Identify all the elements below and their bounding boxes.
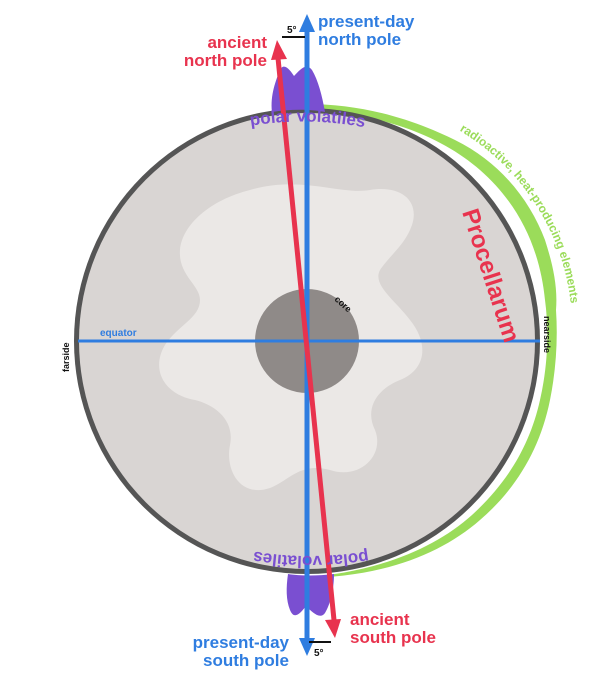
present-north-label-line1: present-day [318, 12, 415, 31]
present-north-arrowhead [299, 14, 315, 32]
nearside-label: nearside [542, 316, 552, 353]
ancient-south-arrowhead [325, 619, 341, 638]
angle-label-bottom: 5° [314, 648, 324, 659]
equator-label: equator [100, 328, 137, 339]
ancient-north-arrowhead [271, 40, 287, 60]
ancient-south-label-line1: ancient [350, 610, 410, 629]
farside-label: farside [61, 342, 71, 372]
present-south-arrowhead [299, 638, 315, 656]
angle-label-top: 5° [287, 25, 297, 36]
ancient-north-label-line1: ancient [207, 33, 267, 52]
present-north-label-line2: north pole [318, 30, 401, 49]
ancient-south-label-line2: south pole [350, 628, 436, 647]
polar-volatiles-bottom-region [286, 574, 334, 616]
ancient-north-label-line2: north pole [184, 51, 267, 70]
polar-volatiles-top-region [271, 66, 325, 112]
ancient-axis [275, 57, 337, 621]
present-south-label-line1: present-day [193, 633, 290, 652]
present-south-label-line2: south pole [203, 651, 289, 670]
